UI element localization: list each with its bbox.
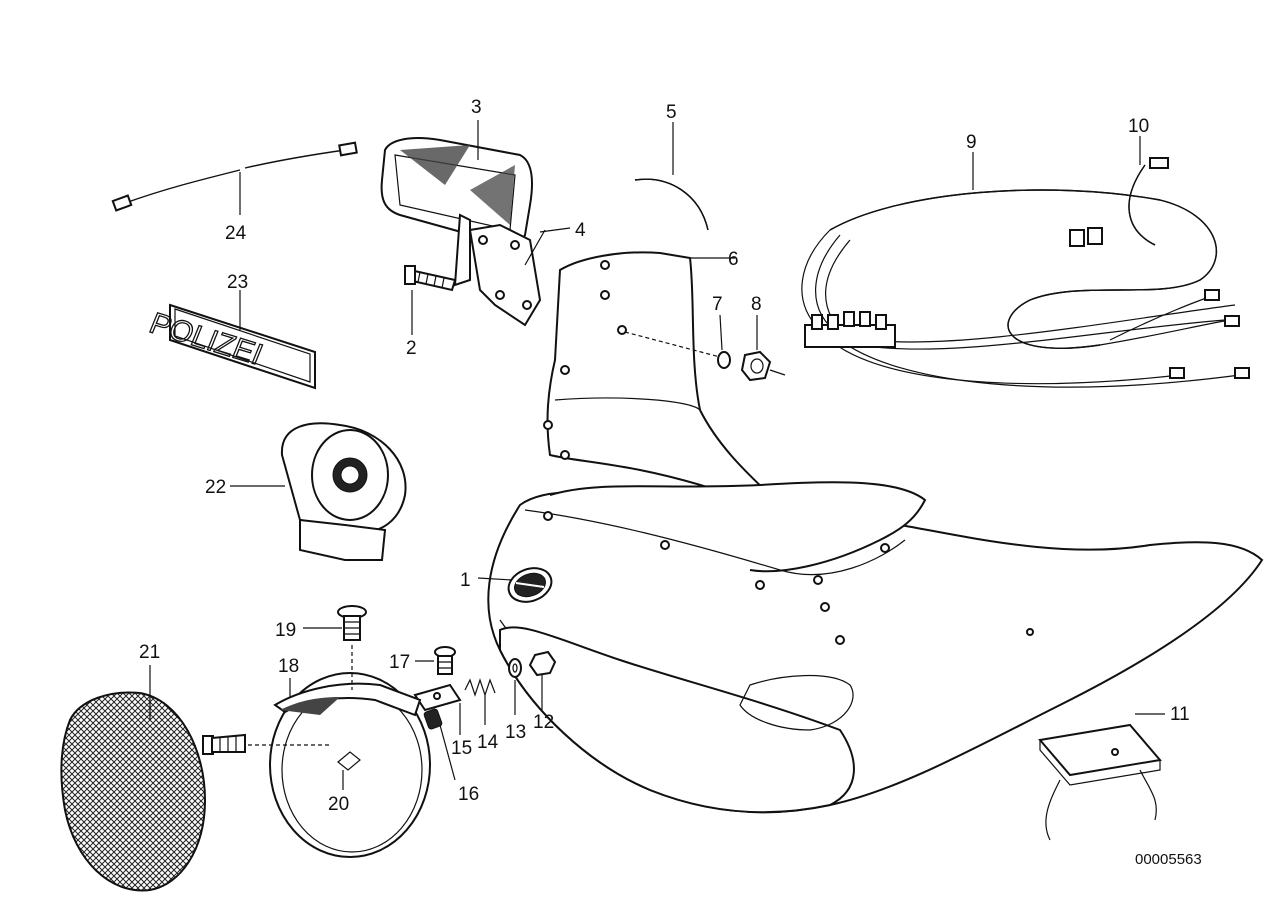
callout-18: 18 xyxy=(278,656,299,677)
callout-1: 1 xyxy=(460,570,471,591)
callout-23: 23 xyxy=(227,272,248,293)
callout-22: 22 xyxy=(205,477,226,498)
part-11-bracket xyxy=(1038,713,1165,841)
part-5-hose xyxy=(634,122,709,231)
part-10-clip xyxy=(1128,136,1169,246)
part-17-screw xyxy=(415,646,456,675)
part-2-bolt xyxy=(404,265,457,335)
callout-4: 4 xyxy=(575,220,586,241)
callout-5: 5 xyxy=(666,102,677,123)
callout-labels: 1 2 3 4 5 6 7 8 9 10 11 12 13 14 15 16 1… xyxy=(139,97,1190,815)
part-4-bracket xyxy=(468,223,571,327)
callout-21: 21 xyxy=(139,642,160,663)
part-7-washer xyxy=(717,314,731,369)
callout-8: 8 xyxy=(751,294,762,315)
part-24-cable xyxy=(111,141,358,215)
part-16-adjuster xyxy=(423,708,456,781)
callout-14: 14 xyxy=(477,732,499,753)
part-8-nut xyxy=(740,315,786,382)
callout-20: 20 xyxy=(328,794,349,815)
part-15-plate xyxy=(413,683,462,735)
reference-number: 00005563 xyxy=(1135,851,1202,868)
callout-16: 16 xyxy=(458,784,479,805)
part-22-horn xyxy=(230,422,407,561)
part-6-windshield xyxy=(543,251,772,507)
part-19-screw xyxy=(303,605,367,641)
part-13-washer xyxy=(508,658,522,715)
callout-10: 10 xyxy=(1128,116,1149,137)
callout-15: 15 xyxy=(451,738,472,759)
part-9-harness xyxy=(801,152,1250,388)
part-12-nut xyxy=(528,650,557,710)
callout-9: 9 xyxy=(966,132,977,153)
part-14-spring xyxy=(464,678,496,725)
part-23-emblem: POLIZEI xyxy=(144,290,316,390)
callout-24: 24 xyxy=(225,223,247,244)
callout-7: 7 xyxy=(712,294,723,315)
callout-11: 11 xyxy=(1170,704,1190,725)
callout-17: 17 xyxy=(389,652,410,673)
callout-2: 2 xyxy=(406,338,417,359)
part-3-mirror xyxy=(380,120,533,287)
callout-12: 12 xyxy=(533,712,554,733)
part-18-ring xyxy=(269,672,431,858)
part-21-lens xyxy=(60,665,207,892)
callout-19: 19 xyxy=(275,620,296,641)
callout-6: 6 xyxy=(728,249,739,270)
part-20-screw xyxy=(202,645,353,790)
callout-13: 13 xyxy=(505,722,526,743)
callout-3: 3 xyxy=(471,97,482,118)
part-1-fairing xyxy=(477,481,1264,814)
